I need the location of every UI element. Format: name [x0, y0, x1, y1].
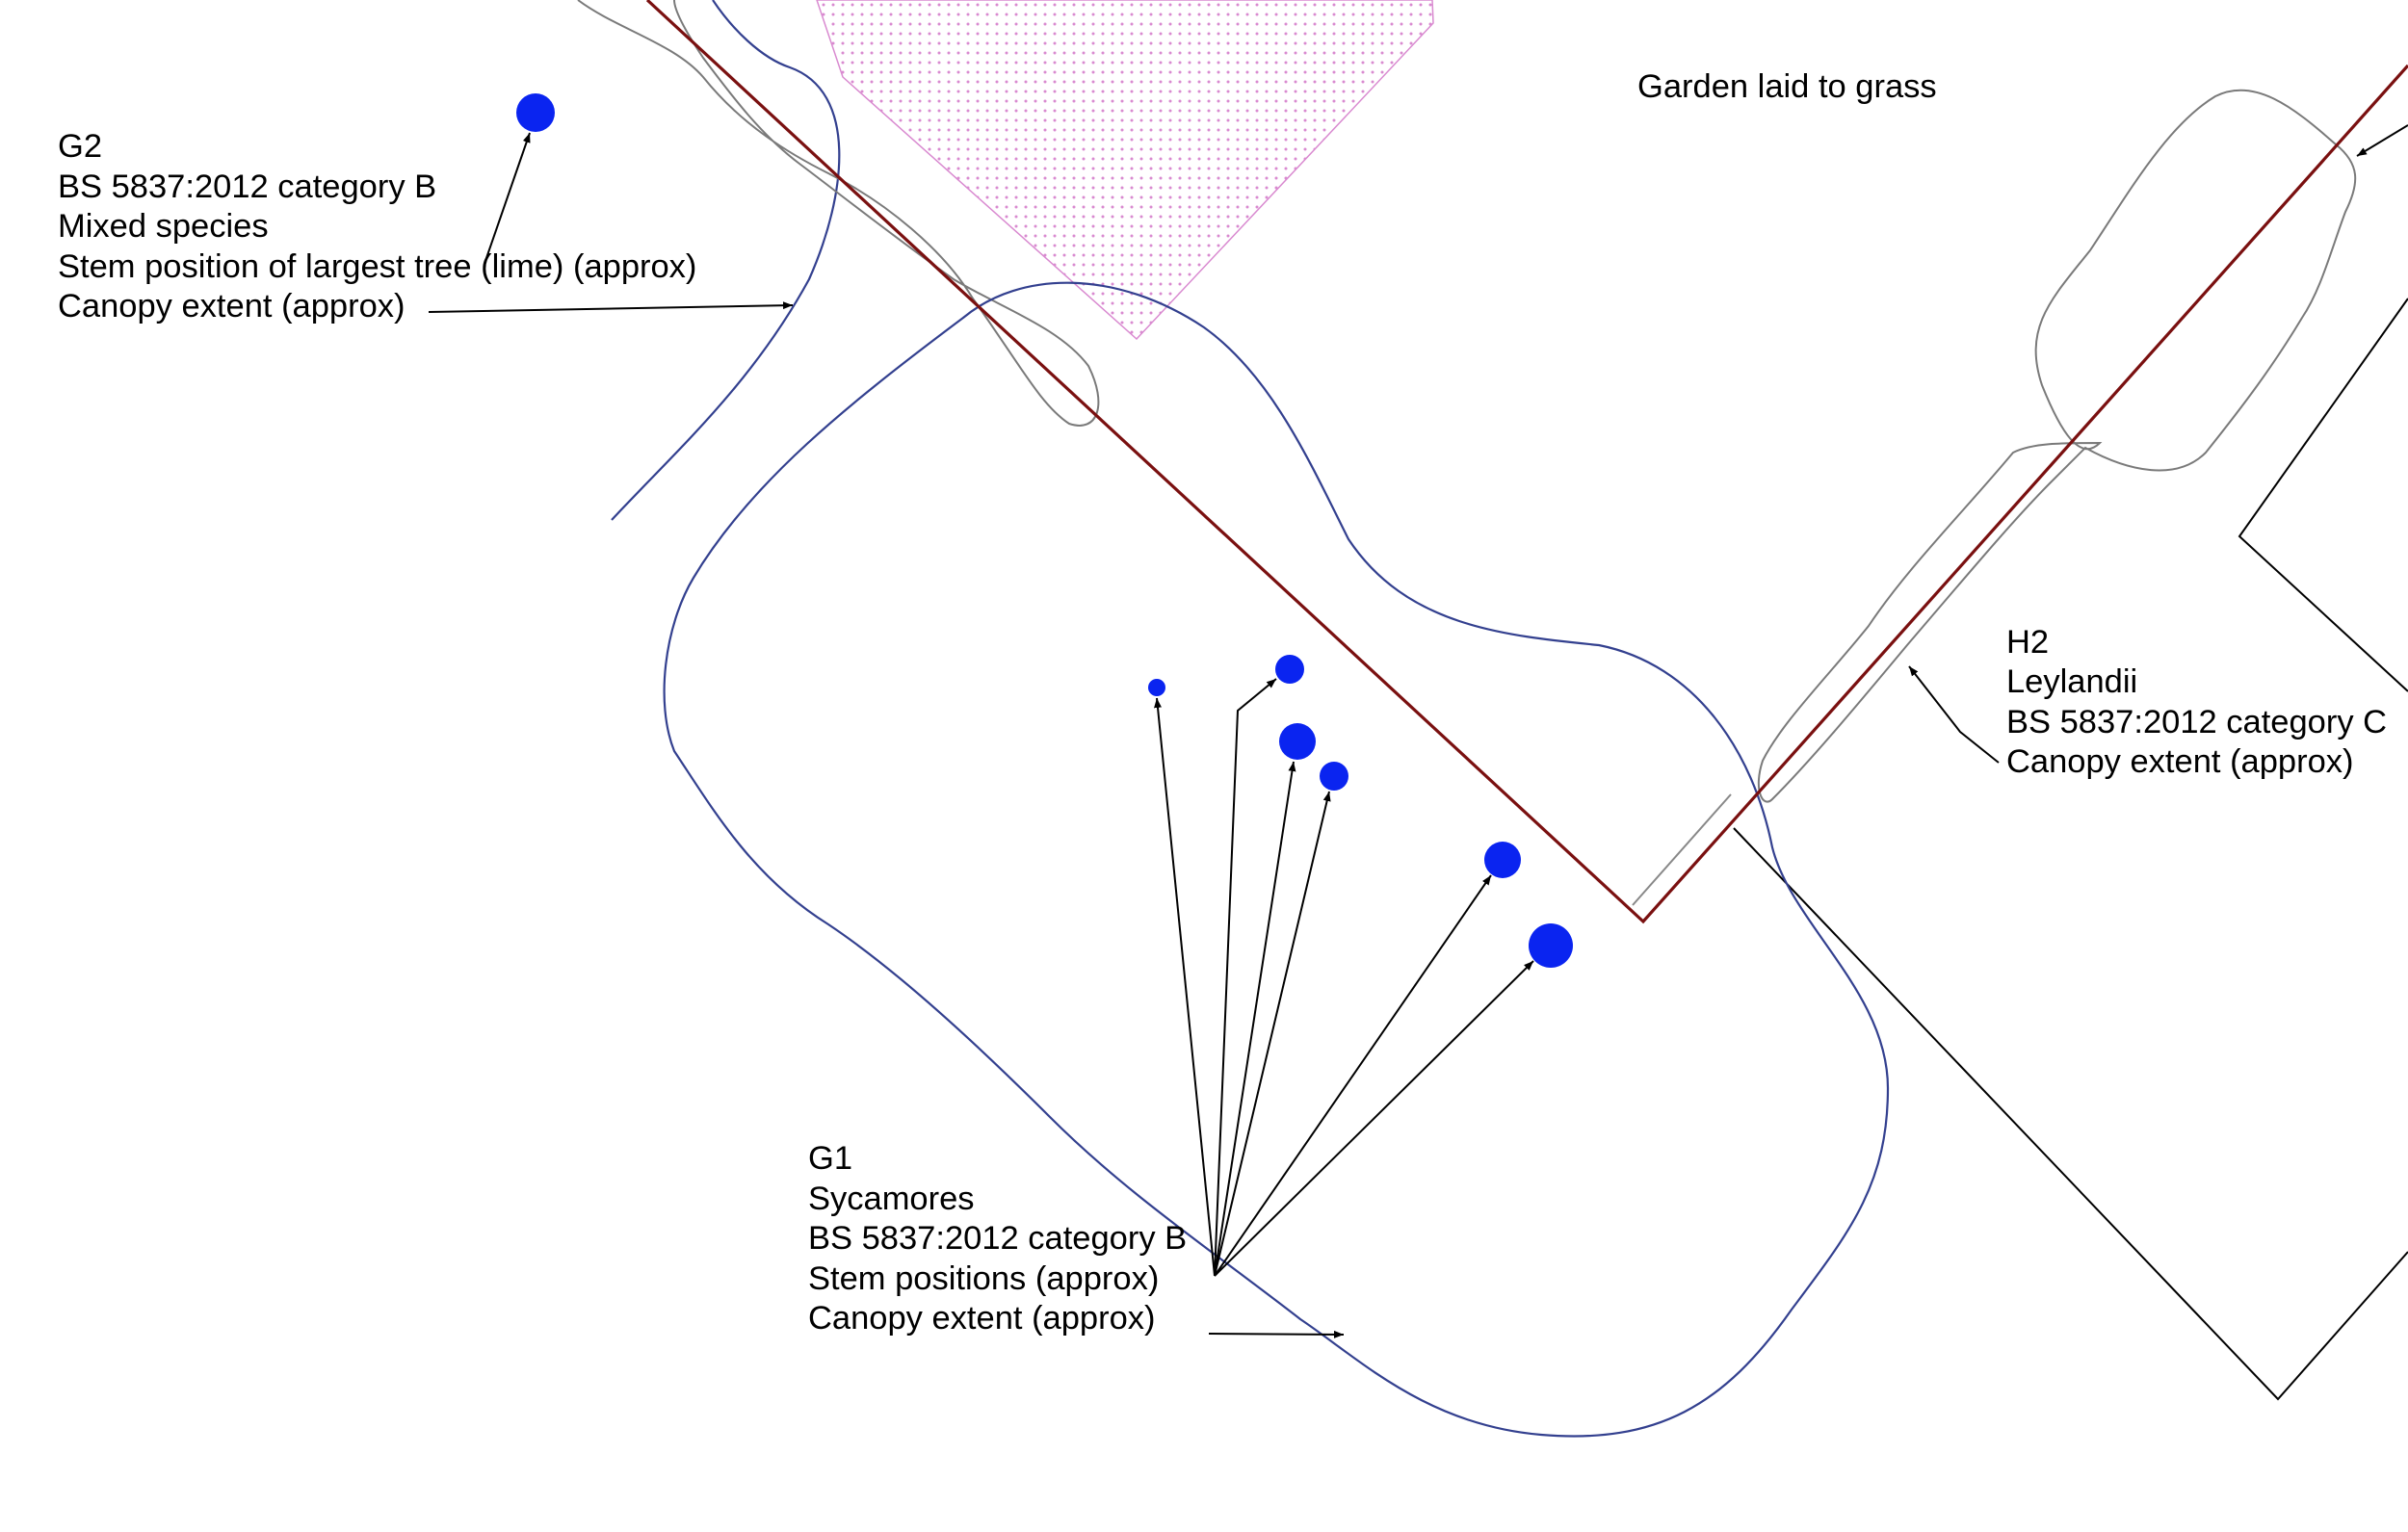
g1-stem-marker	[1275, 655, 1304, 684]
g2-canopy-leader	[428, 301, 794, 313]
g1-canopy-label: Canopy extent (approx)	[808, 1300, 1156, 1337]
g1-canopy-outline	[663, 281, 1890, 1438]
g1-stem-marker	[1484, 842, 1521, 878]
g1-stem-leader	[1214, 874, 1492, 1277]
h2-canopy-leader	[1908, 665, 2000, 764]
property-boundary	[645, 0, 2408, 924]
gate-line	[1632, 793, 1732, 906]
g2-canopy-outline	[611, 0, 841, 521]
g1-category-label: BS 5837:2012 category B	[808, 1220, 1187, 1257]
hedge-outline-left	[577, 0, 1100, 427]
building-outline	[2238, 298, 2408, 692]
g1-stem-marker	[1148, 679, 1165, 696]
g1-stem-leader	[1214, 678, 1277, 1277]
g1-stem-label: Stem positions (approx)	[808, 1260, 1159, 1297]
g1-stem-leader	[1154, 697, 1216, 1277]
g1-id-label: G1	[808, 1140, 852, 1177]
g1-stem-marker	[1529, 923, 1573, 968]
garden-label: Garden laid to grass	[1637, 68, 1937, 105]
g1-stem-leader	[1214, 791, 1331, 1277]
g2-id-label: G2	[58, 128, 102, 165]
g1-stem-leader	[1214, 761, 1296, 1277]
h2-id-label: H2	[2006, 624, 2049, 661]
hatched-paved-area	[816, 0, 1434, 341]
g2-stem-label: Stem position of largest tree (lime) (ap…	[58, 248, 696, 285]
g1-species-label: Sycamores	[808, 1181, 975, 1217]
g2-category-label: BS 5837:2012 category B	[58, 169, 436, 205]
g1-canopy-leader	[1208, 1330, 1345, 1338]
g2-canopy-label: Canopy extent (approx)	[58, 288, 406, 325]
h2-category-label: BS 5837:2012 category C	[2006, 704, 2387, 740]
g2-stem-marker	[516, 93, 555, 132]
g2-stem-leader	[485, 132, 531, 259]
h2-hedge-outline	[1757, 89, 2357, 803]
g1-stem-marker	[1279, 723, 1316, 760]
boundary-leader	[2356, 124, 2408, 157]
g2-species-label: Mixed species	[58, 208, 269, 245]
h2-species-label: Leylandii	[2006, 663, 2137, 700]
g1-stem-marker	[1320, 762, 1348, 791]
building-outline-lower	[1733, 827, 2408, 1401]
h2-canopy-label: Canopy extent (approx)	[2006, 743, 2354, 780]
g1-stem-leader	[1214, 960, 1534, 1277]
